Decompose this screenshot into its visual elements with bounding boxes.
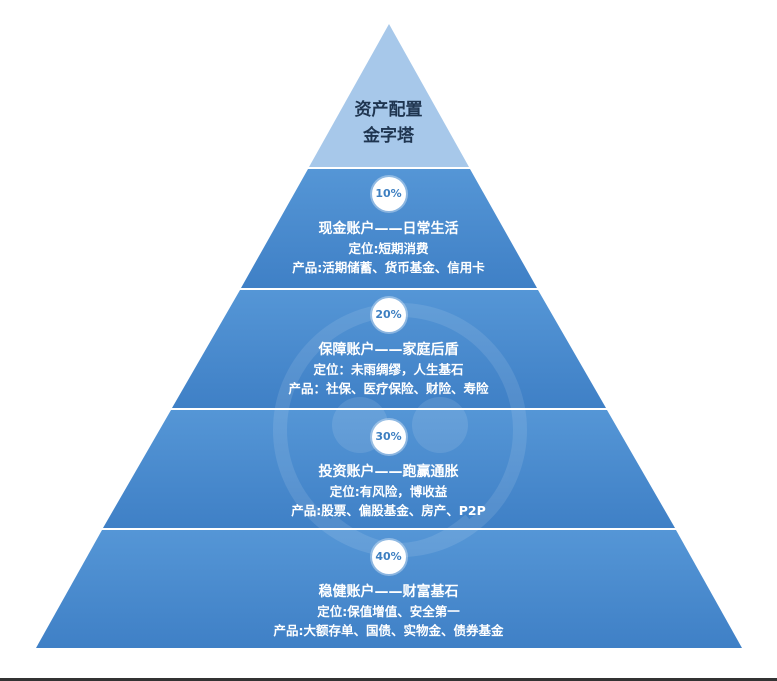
layer-position: 定位:保值增值、安全第一	[317, 604, 460, 619]
bottom-divider	[0, 678, 777, 681]
layer-title: 保障账户——家庭后盾	[318, 342, 459, 358]
percent-badge: 20%	[371, 298, 406, 332]
layer-position: 定位:有风险，博收益	[329, 484, 448, 499]
layer-cash: 10% 现金账户——日常生活 定位:短期消费 产品:活期储蓄、货币基金、信用卡	[0, 177, 777, 277]
layer-title: 稳健账户——财富基石	[318, 584, 459, 600]
apex-title-line1: 资产配置	[354, 100, 423, 120]
percent-badge: 30%	[371, 420, 406, 454]
layer-products: 产品:股票、偏股基金、房产、P2P	[291, 503, 486, 518]
layer-stable: 40% 稳健账户——财富基石 定位:保值增值、安全第一 产品:大额存单、国债、实…	[0, 540, 777, 640]
layer-insurance: 20% 保障账户——家庭后盾 定位：未雨绸缪，人生基石 产品：社保、医疗保险、财…	[0, 298, 777, 398]
pyramid-layer-3	[103, 410, 675, 528]
layer-position: 定位：未雨绸缪，人生基石	[313, 362, 464, 377]
pyramid-layer-2	[172, 290, 606, 408]
layer-products: 产品：社保、医疗保险、财险、寿险	[288, 381, 489, 396]
layer-position: 定位:短期消费	[348, 241, 429, 256]
apex-title-line2: 金字塔	[363, 126, 414, 146]
percent-badge: 40%	[371, 540, 406, 574]
pyramid-apex	[309, 24, 469, 167]
layer-title: 现金账户——日常生活	[318, 221, 459, 237]
pyramid-layer-1	[241, 169, 537, 288]
layer-products: 产品:活期储蓄、货币基金、信用卡	[292, 260, 485, 275]
percent-badge: 10%	[371, 177, 406, 211]
layer-products: 产品:大额存单、国债、实物金、债券基金	[273, 623, 504, 638]
layer-investment: 30% 投资账户——跑赢通胀 定位:有风险，博收益 产品:股票、偏股基金、房产、…	[0, 420, 777, 520]
pyramid-layer-4	[36, 530, 742, 648]
layer-title: 投资账户——跑赢通胀	[318, 464, 459, 480]
